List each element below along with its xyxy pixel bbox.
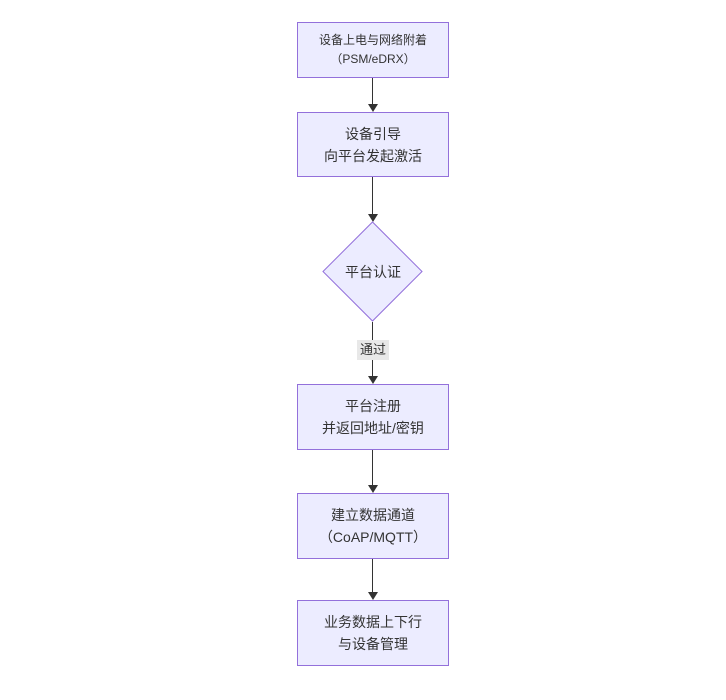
node-text-line: （PSM/eDRX） <box>330 52 416 66</box>
node-text-line: 设备引导 <box>345 125 401 142</box>
node-text-line: 向平台发起激活 <box>324 147 422 164</box>
node-text-line: 业务数据上下行 <box>324 614 422 630</box>
node-text-line: 并返回地址/密钥 <box>322 420 424 436</box>
arrowhead-icon <box>368 214 378 222</box>
node-bootstrap: 设备引导 向平台发起激活 <box>297 112 449 177</box>
decision-label: 平台认证 <box>345 264 401 280</box>
node-data-channel: 建立数据通道 （CoAP/MQTT） <box>297 493 449 559</box>
decision-platform-auth: 平台认证 <box>322 221 424 323</box>
node-text-line: 平台注册 <box>345 398 401 414</box>
edge-channel-to-business <box>372 559 373 593</box>
arrowhead-icon <box>368 592 378 600</box>
node-register: 平台注册 并返回地址/密钥 <box>297 384 449 450</box>
node-text-line: （CoAP/MQTT） <box>318 529 428 545</box>
node-text-line: 与设备管理 <box>338 636 408 652</box>
edge-bootstrap-to-auth <box>372 177 373 215</box>
arrowhead-icon <box>368 104 378 112</box>
edge-label-pass: 通过 <box>356 340 390 360</box>
edge-register-to-channel <box>372 450 373 486</box>
node-power-attach: 设备上电与网络附着 （PSM/eDRX） <box>297 22 449 78</box>
node-text-line: 建立数据通道 <box>331 507 415 523</box>
arrowhead-icon <box>368 485 378 493</box>
edge-power-to-bootstrap <box>372 78 373 105</box>
arrowhead-icon <box>368 376 378 384</box>
node-text-line: 设备上电与网络附着 <box>318 33 427 47</box>
node-business-data: 业务数据上下行 与设备管理 <box>297 600 449 666</box>
